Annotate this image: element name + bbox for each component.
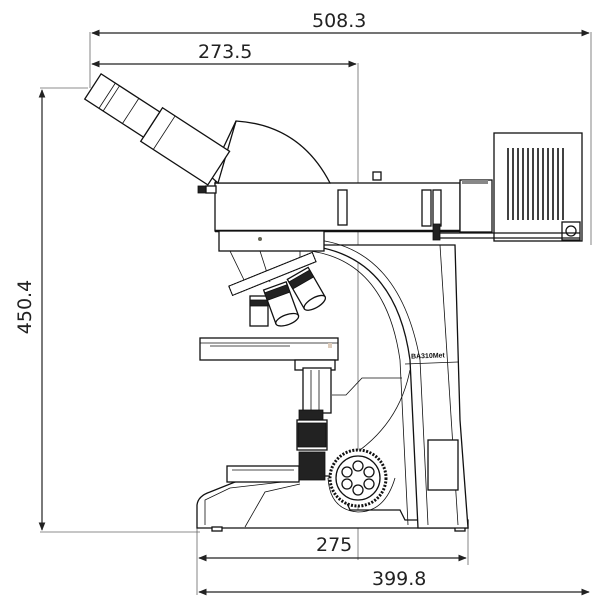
objective-3 — [286, 266, 327, 311]
objective-2 — [262, 280, 300, 327]
camera-fins — [507, 148, 564, 220]
focus-knob — [296, 409, 328, 481]
binocular-tube — [83, 72, 332, 186]
dimension-label-overall-height: 450.4 — [14, 279, 37, 335]
objective-1 — [249, 295, 269, 327]
filter-wheel — [327, 369, 411, 513]
dimension-508-3 — [89, 29, 592, 245]
microscope-head — [197, 171, 461, 252]
camera — [432, 132, 583, 242]
dimension-450-4 — [38, 87, 200, 533]
dimension-label-base-overall: 399.8 — [372, 568, 427, 590]
nosepiece — [228, 250, 327, 327]
microscope-arm — [299, 239, 469, 529]
dimension-label-overall-width: 508.3 — [312, 10, 367, 32]
dimension-label-eyepiece-axis: 273.5 — [198, 41, 253, 63]
dimension-label-base-depth: 275 — [316, 534, 353, 556]
model-label: BA310Met — [410, 352, 445, 361]
dimension-275 — [196, 520, 469, 595]
stage — [199, 337, 402, 414]
